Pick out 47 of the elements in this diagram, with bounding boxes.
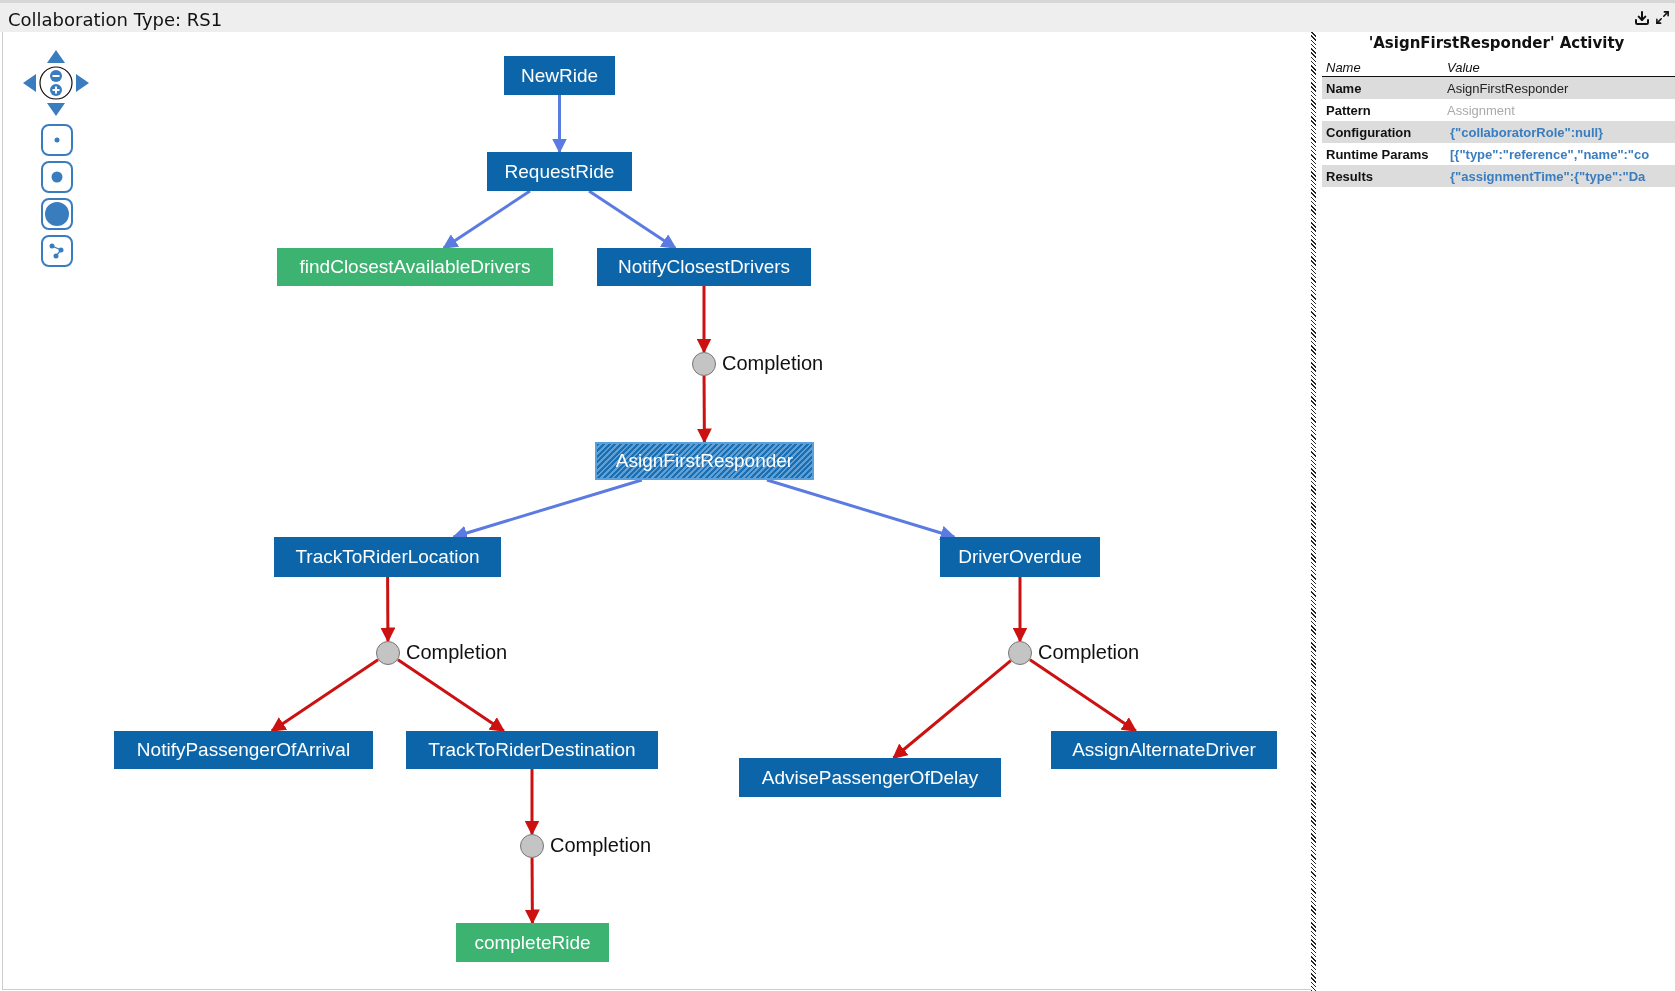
arrow	[1012, 577, 1028, 643]
activity-box: NewRide	[504, 56, 615, 95]
arrow	[380, 577, 396, 643]
arrow	[1029, 658, 1138, 733]
column-header: Name	[1325, 59, 1362, 75]
completion-circle	[1008, 641, 1032, 665]
arrow	[397, 658, 506, 733]
node-caption: Completion	[1038, 641, 1140, 664]
arrow	[588, 189, 677, 250]
activity-box: RequestRide	[487, 152, 632, 191]
node-caption: Completion	[722, 352, 824, 375]
column-header: Value	[1447, 59, 1480, 75]
property-value: [{"type":"reference","name":"co	[1449, 146, 1650, 162]
activity-box: findClosestAvailableDrivers	[277, 248, 553, 286]
property-name: Pattern	[1325, 102, 1372, 118]
arrow	[696, 376, 712, 444]
activity-box: TrackToRiderDestination	[406, 731, 658, 769]
activity-box: TrackToRiderLocation	[274, 537, 501, 577]
property-value: AsignFirstResponder	[1447, 80, 1569, 96]
property-value: {"collaboratorRole":null}	[1449, 124, 1604, 140]
activity-box: AdvisePassengerOfDelay	[739, 758, 1001, 797]
activity-box: NotifyPassengerOfArrival	[114, 731, 373, 769]
completion-circle	[692, 352, 716, 376]
panel-title: 'AsignFirstResponder' Activity	[1367, 34, 1626, 52]
property-name: Runtime Params	[1325, 146, 1430, 162]
selected-activity-box: AsignFirstResponder	[595, 442, 814, 480]
arrow	[524, 769, 540, 836]
property-name: Name	[1325, 80, 1363, 96]
completion-circle	[376, 641, 400, 665]
property-name: Configuration	[1325, 124, 1413, 140]
arrow	[442, 189, 531, 250]
property-value: {"assignmentTime":{"type":"Da	[1449, 168, 1646, 184]
node-caption: Completion	[550, 834, 652, 857]
arrow	[892, 659, 1012, 760]
arrow	[696, 286, 712, 354]
page-title: Collaboration Type: RS1	[8, 9, 223, 30]
activity-box: completeRide	[456, 923, 609, 962]
arrow	[270, 658, 379, 733]
activity-box: AssignAlternateDriver	[1051, 731, 1277, 769]
activity-box: NotifyClosestDrivers	[597, 248, 811, 286]
arrow	[552, 95, 567, 154]
activity-box: DriverOverdue	[940, 537, 1100, 577]
completion-circle	[520, 834, 544, 858]
node-caption: Completion	[406, 641, 508, 664]
arrow	[524, 858, 540, 925]
property-value: Assignment	[1447, 102, 1515, 118]
property-name: Results	[1325, 168, 1374, 184]
